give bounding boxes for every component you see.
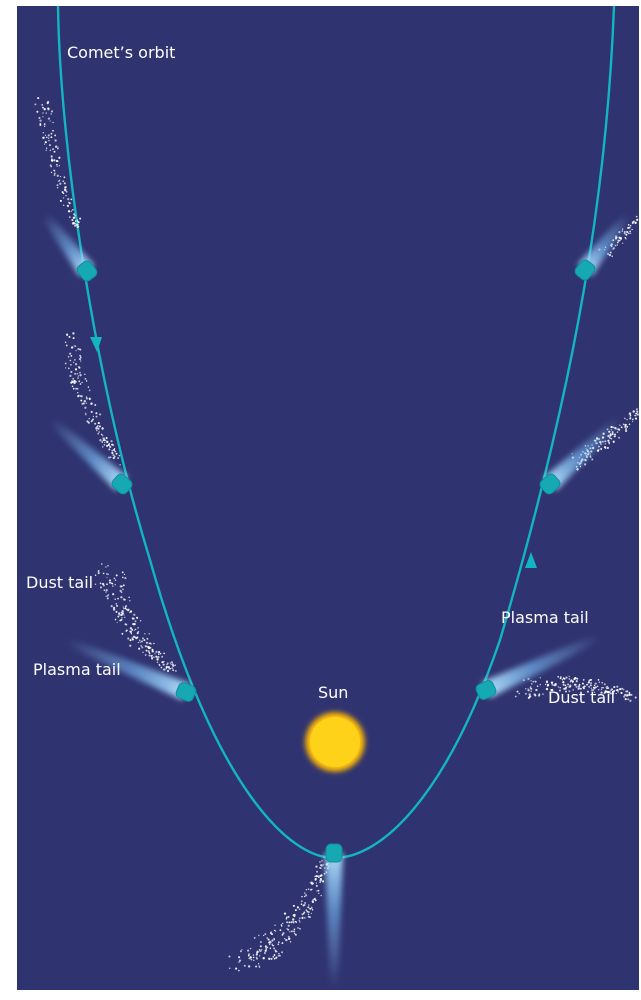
comet-nucleus [175, 682, 197, 702]
comet-3 [64, 637, 197, 702]
plasma-tail-label-right: Plasma tail [501, 608, 589, 627]
plasma-tail [577, 212, 632, 276]
plasma-tail [543, 416, 623, 491]
plasma-tail [48, 417, 129, 491]
plasma-tail [64, 637, 190, 701]
dust-tail-1 [34, 97, 82, 228]
dust-tail-label-left: Dust tail [26, 573, 94, 592]
comet-2 [48, 417, 133, 495]
plasma-tail [482, 633, 601, 699]
plasma-tail-label-left: Plasma tail [33, 660, 121, 679]
sun-label: Sun [318, 683, 349, 702]
comet-nucleus [76, 260, 98, 282]
comets [41, 212, 632, 988]
comet-nucleus [574, 259, 596, 281]
comet-5 [475, 633, 601, 700]
sky-background [17, 6, 639, 990]
orbit-direction-arrow [525, 552, 537, 568]
dust-tail-2 [64, 332, 121, 466]
comet-6 [539, 416, 623, 495]
orbit-direction-arrow [90, 337, 102, 352]
sun-icon [303, 710, 367, 774]
dust-tail-3 [94, 563, 177, 673]
comet-nucleus [475, 680, 497, 700]
plasma-tail [325, 853, 343, 988]
dust-tail-5 [514, 675, 637, 702]
comet-nucleus [539, 473, 561, 495]
comet-nucleus [325, 843, 343, 863]
plasma-tail [41, 212, 95, 277]
comet-nucleus [111, 473, 133, 495]
dust-tail-label-right: Dust tail [548, 688, 616, 707]
comet-4 [325, 843, 343, 988]
orbit-label: Comet’s orbit [67, 43, 176, 62]
comet-7 [574, 212, 632, 281]
comet-1 [41, 212, 98, 282]
